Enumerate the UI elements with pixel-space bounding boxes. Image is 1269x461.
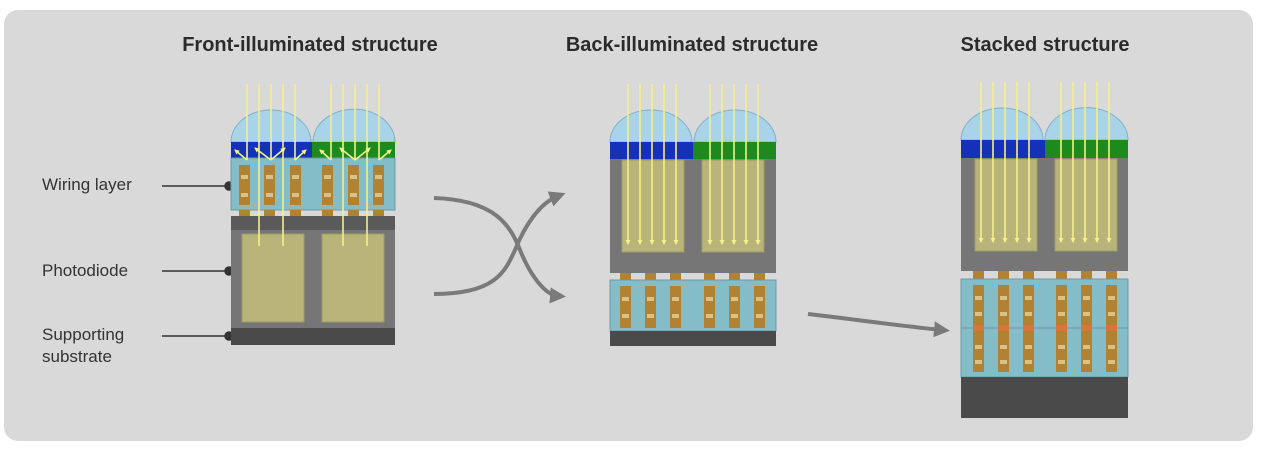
microlens bbox=[1044, 107, 1129, 141]
label-supporting-substrate: Supporting substrate bbox=[42, 324, 124, 368]
title-front-illuminated: Front-illuminated structure bbox=[182, 34, 438, 56]
label-photodiode: Photodiode bbox=[42, 261, 129, 280]
wiring-layer-upper bbox=[960, 278, 1129, 329]
wiring-layer-lower bbox=[960, 327, 1129, 378]
color-filter-green bbox=[1045, 140, 1128, 158]
photodiode bbox=[974, 158, 1038, 252]
incoming-light bbox=[978, 82, 1112, 244]
back-illuminated-sensor bbox=[609, 84, 777, 346]
color-filter-green bbox=[312, 142, 395, 158]
photodiode bbox=[701, 159, 765, 253]
supporting-substrate bbox=[961, 377, 1128, 418]
label-supporting-line1: Supporting bbox=[42, 325, 125, 344]
transition-arrow bbox=[807, 312, 950, 338]
label-supporting-line2: substrate bbox=[42, 347, 112, 366]
microlens bbox=[312, 108, 396, 143]
crossing-arrows bbox=[433, 191, 566, 304]
microlens bbox=[609, 109, 693, 143]
title-back-illuminated: Back-illuminated structure bbox=[565, 34, 819, 56]
microlens bbox=[693, 109, 777, 143]
wiring-layer bbox=[230, 157, 396, 211]
metal-wiring bbox=[239, 165, 384, 205]
bonding-contacts bbox=[973, 325, 1117, 331]
incoming-light bbox=[246, 84, 380, 246]
microlens bbox=[960, 107, 1044, 141]
color-filter-blue bbox=[961, 140, 1045, 158]
title-stacked: Stacked structure bbox=[960, 34, 1130, 56]
supporting-substrate bbox=[610, 331, 776, 346]
photodiode bbox=[621, 159, 685, 253]
leader-lines bbox=[162, 181, 234, 341]
supporting-substrate bbox=[231, 328, 395, 345]
photodiode bbox=[1054, 158, 1118, 252]
photodiode bbox=[241, 233, 305, 323]
reflected-light bbox=[234, 147, 392, 161]
wiring-layer bbox=[609, 279, 777, 332]
stacked-sensor bbox=[960, 82, 1129, 418]
metal-wiring bbox=[620, 286, 765, 328]
front-illuminated-sensor bbox=[230, 84, 396, 345]
photodiode bbox=[321, 233, 385, 323]
label-wiring-layer: Wiring layer bbox=[42, 175, 132, 194]
incoming-light bbox=[625, 84, 761, 246]
